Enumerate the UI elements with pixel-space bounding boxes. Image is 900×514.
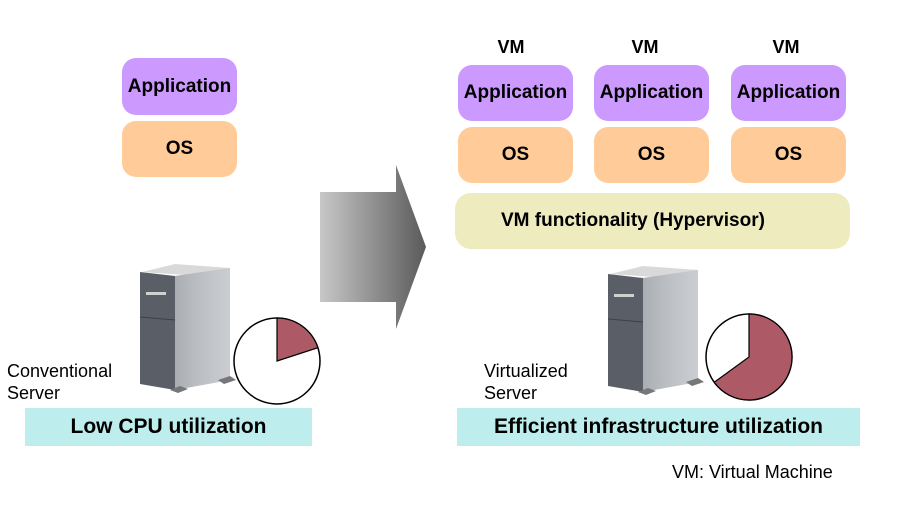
virtualized-cpu-pie — [705, 313, 793, 401]
vm2-os-box: OS — [594, 127, 709, 183]
virtualized-banner-label: Efficient infrastructure utilization — [493, 415, 824, 438]
hypervisor-label: VM functionality (Hypervisor) — [501, 210, 765, 231]
virtualized-cpu-pie-used-slice — [713, 313, 793, 401]
vm1-application-box: Application — [458, 65, 573, 121]
vm3-os-label: OS — [774, 144, 803, 165]
virtualized-server-caption-line2: Server — [484, 383, 538, 403]
virtualized-server-caption-line1: Virtualized — [484, 361, 568, 381]
conventional-application-label: Application — [127, 75, 232, 97]
vm2-application-label: Application — [599, 82, 704, 103]
conventional-os-label: OS — [165, 138, 194, 159]
conventional-banner: Low CPU utilization — [25, 408, 312, 446]
conventional-banner-label: Low CPU utilization — [70, 415, 267, 438]
conventional-application-box: Application — [122, 58, 237, 115]
conventional-server-caption: Conventional Server — [7, 360, 147, 404]
vm2-application-box: Application — [594, 65, 709, 121]
conventional-server-caption-line2: Server — [7, 383, 61, 403]
virtualized-server-icon — [607, 266, 704, 395]
hypervisor-box: VM functionality (Hypervisor) — [455, 193, 850, 249]
vm2-os-label: OS — [637, 144, 666, 165]
vm3-application-label: Application — [736, 82, 841, 103]
footnote: VM: Virtual Machine — [672, 462, 833, 482]
vm1-os-box: OS — [458, 127, 573, 183]
vm1-os-label: OS — [501, 144, 530, 165]
conventional-os-box: OS — [122, 121, 237, 177]
conventional-server-icon — [139, 264, 236, 393]
virtualized-server-caption: Virtualized Server — [484, 360, 604, 404]
vm1-application-label: Application — [463, 82, 568, 103]
conventional-server-caption-line1: Conventional — [7, 361, 113, 381]
vm2-label: VM — [631, 37, 659, 57]
conventional-cpu-pie-used-slice — [276, 317, 319, 362]
transition-arrow-icon — [320, 165, 426, 329]
vm3-application-box: Application — [731, 65, 846, 121]
conventional-cpu-pie — [233, 317, 321, 405]
vm3-label: VM — [772, 37, 800, 57]
vm1-label: VM — [497, 37, 525, 57]
virtualized-banner: Efficient infrastructure utilization — [457, 408, 860, 446]
vm3-os-box: OS — [731, 127, 846, 183]
